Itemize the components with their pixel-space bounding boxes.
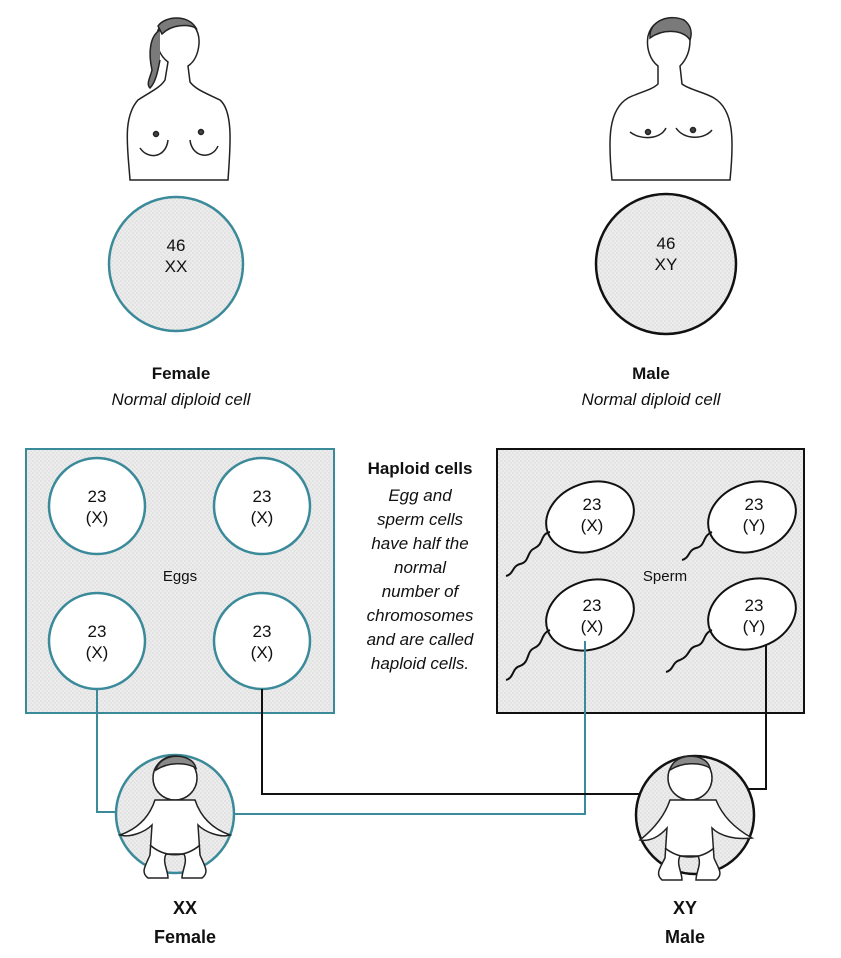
sperm-count: 23 — [582, 495, 602, 514]
male-cell-count: 46 — [656, 234, 676, 253]
male-offspring-label: Male — [664, 927, 706, 947]
haploid-line: number of — [381, 582, 459, 601]
haploid-line: normal — [394, 558, 446, 577]
egg-cell — [47, 456, 147, 556]
sperm-count: 23 — [744, 495, 764, 514]
male-cell-chromosomes: XY — [654, 255, 678, 274]
sperm-count: 23 — [582, 596, 602, 615]
male-caption: Normal diploid cell — [581, 390, 721, 409]
haploid-line: haploid cells. — [370, 654, 470, 673]
female-offspring-label: Female — [153, 927, 217, 947]
female-diploid-cell — [107, 195, 245, 333]
female-offspring-chromosomes: XX — [172, 898, 197, 918]
egg-count: 23 — [87, 487, 107, 506]
haploid-line: chromosomes — [366, 606, 474, 625]
egg-count: 23 — [252, 487, 272, 506]
sperm-cell — [707, 577, 797, 651]
female-caption: Normal diploid cell — [111, 390, 251, 409]
haploid-line: sperm cells — [377, 510, 463, 529]
egg-chromosome: (X) — [250, 508, 274, 527]
baby-icon — [117, 755, 233, 879]
eggs-label: Eggs — [162, 568, 198, 585]
egg-cell — [47, 591, 147, 691]
haploid-description: Egg and sperm cells have half the normal… — [340, 484, 500, 676]
haploid-title: Haploid cells — [367, 459, 473, 478]
egg-chromosome: (X) — [85, 643, 109, 662]
sperm-chromosome: (Y) — [742, 516, 766, 535]
woman-torso-icon — [126, 17, 231, 181]
sperm-chromosome: (Y) — [742, 617, 766, 636]
sperm-count: 23 — [744, 596, 764, 615]
haploid-line: Egg and — [388, 486, 452, 505]
sperm-tails — [505, 531, 713, 681]
man-torso-icon — [609, 16, 733, 181]
egg-count: 23 — [252, 622, 272, 641]
male-diploid-cell — [594, 192, 738, 336]
haploid-line: have half the — [371, 534, 469, 553]
female-cell-chromosomes: XX — [164, 257, 188, 276]
egg-cell — [212, 591, 312, 691]
sperm-chromosome: (X) — [580, 617, 604, 636]
egg-cell — [212, 456, 312, 556]
egg-chromosome: (X) — [250, 643, 274, 662]
sperm-chromosome: (X) — [580, 516, 604, 535]
egg-chromosome: (X) — [85, 508, 109, 527]
female-label: Female — [151, 364, 211, 383]
egg-count: 23 — [87, 622, 107, 641]
female-cell-count: 46 — [166, 236, 186, 255]
haploid-line: and are called — [366, 630, 474, 649]
male-offspring-chromosomes: XY — [672, 898, 697, 918]
male-label: Male — [632, 364, 670, 383]
sperm-label: Sperm — [642, 568, 688, 585]
baby-icon — [638, 755, 755, 881]
